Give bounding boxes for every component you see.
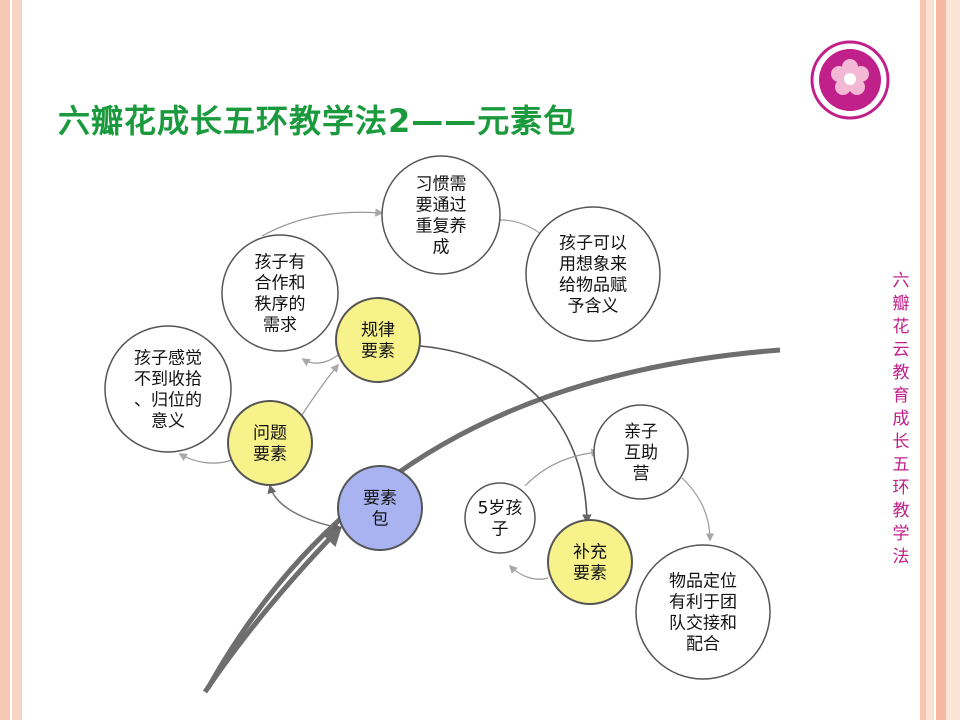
node-circle-leaf6: [593, 404, 689, 500]
nodes-layer: 要素包问题要素规律要素补充要素孩子感觉不到收拾、归位的意义孩子有合作和秩序的需求…: [104, 155, 771, 680]
node-circle-supplement: [547, 519, 633, 605]
node-label-leaf4: 孩子可以: [559, 234, 627, 254]
node-label-leaf7: 队交接和: [669, 614, 737, 634]
connector-core-problem: [267, 484, 342, 531]
node-label-leaf1: 孩子感觉: [134, 349, 202, 369]
growth-curve: [205, 347, 781, 690]
node-core: 要素包: [337, 465, 423, 551]
node-label-rule: 规律: [361, 321, 395, 341]
node-label-leaf6: 互助: [624, 443, 658, 463]
node-label-leaf1: 意义: [151, 412, 185, 432]
node-label-leaf7: 配合: [686, 635, 720, 655]
node-label-leaf3: 重复养: [416, 217, 467, 237]
node-label-problem: 要素: [253, 445, 287, 465]
node-label-supplement: 要素: [573, 564, 607, 584]
right-decor-strip: [920, 0, 960, 720]
node-label-leaf7: 物品定位: [669, 572, 737, 592]
connector-problem-leaf1: [178, 453, 233, 464]
side-vertical-text: 六瓣花云教育成长五环教学法: [892, 271, 910, 567]
node-circle-leaf5: [464, 482, 536, 554]
node-label-core: 包: [372, 510, 389, 530]
logo-icon: [810, 40, 890, 120]
node-label-leaf5: 子: [492, 520, 509, 540]
connector-rule-supplement: [419, 345, 592, 524]
connector-supplement-leaf5: [508, 564, 549, 580]
node-label-leaf4: 用想象来: [559, 255, 627, 275]
node-label-leaf4: 予含义: [568, 297, 619, 317]
node-label-leaf3: 习惯需: [416, 175, 467, 195]
connector-leaf5-leaf6: [524, 448, 600, 487]
node-label-leaf3: 要通过: [416, 196, 467, 216]
node-label-leaf5: 5岁孩: [478, 499, 523, 519]
node-label-leaf7: 有利于团: [669, 593, 737, 613]
connector-leaf6-leaf7: [681, 477, 715, 542]
node-label-leaf2: 秩序的: [255, 295, 306, 315]
node-circle-core: [337, 465, 423, 551]
node-circle-rule: [335, 297, 421, 383]
connector-leaf2-leaf3: [261, 208, 384, 237]
node-label-leaf2: 需求: [263, 316, 297, 336]
node-label-core: 要素: [363, 489, 397, 509]
node-circle-leaf7: [635, 544, 771, 680]
node-label-rule: 要素: [361, 342, 395, 362]
node-label-leaf6: 亲子: [624, 422, 658, 442]
node-circle-problem: [227, 400, 313, 486]
node-label-leaf4: 给物品赋: [559, 276, 627, 296]
growth-curve-arrow: [202, 525, 343, 694]
node-circle-leaf1: [104, 325, 232, 453]
node-circle-leaf4: [525, 206, 661, 342]
node-circle-leaf3: [381, 155, 501, 275]
left-decor-strip: [0, 0, 22, 720]
connector-rule-leaf2: [301, 354, 339, 367]
node-label-leaf1: 不到收拾: [134, 370, 202, 390]
node-label-supplement: 补充: [573, 543, 607, 563]
node-label-leaf6: 营: [633, 464, 650, 484]
node-label-leaf1: 、归位的: [134, 391, 202, 411]
node-label-problem: 问题: [253, 424, 287, 444]
node-label-leaf2: 孩子有: [255, 253, 306, 273]
node-label-leaf3: 成: [433, 238, 450, 258]
slide-title: 六瓣花成长五环教学法2——元素包: [58, 102, 577, 140]
node-label-leaf2: 合作和: [255, 274, 306, 294]
node-circle-leaf2: [221, 234, 339, 352]
connector-problem-rule: [299, 363, 340, 419]
